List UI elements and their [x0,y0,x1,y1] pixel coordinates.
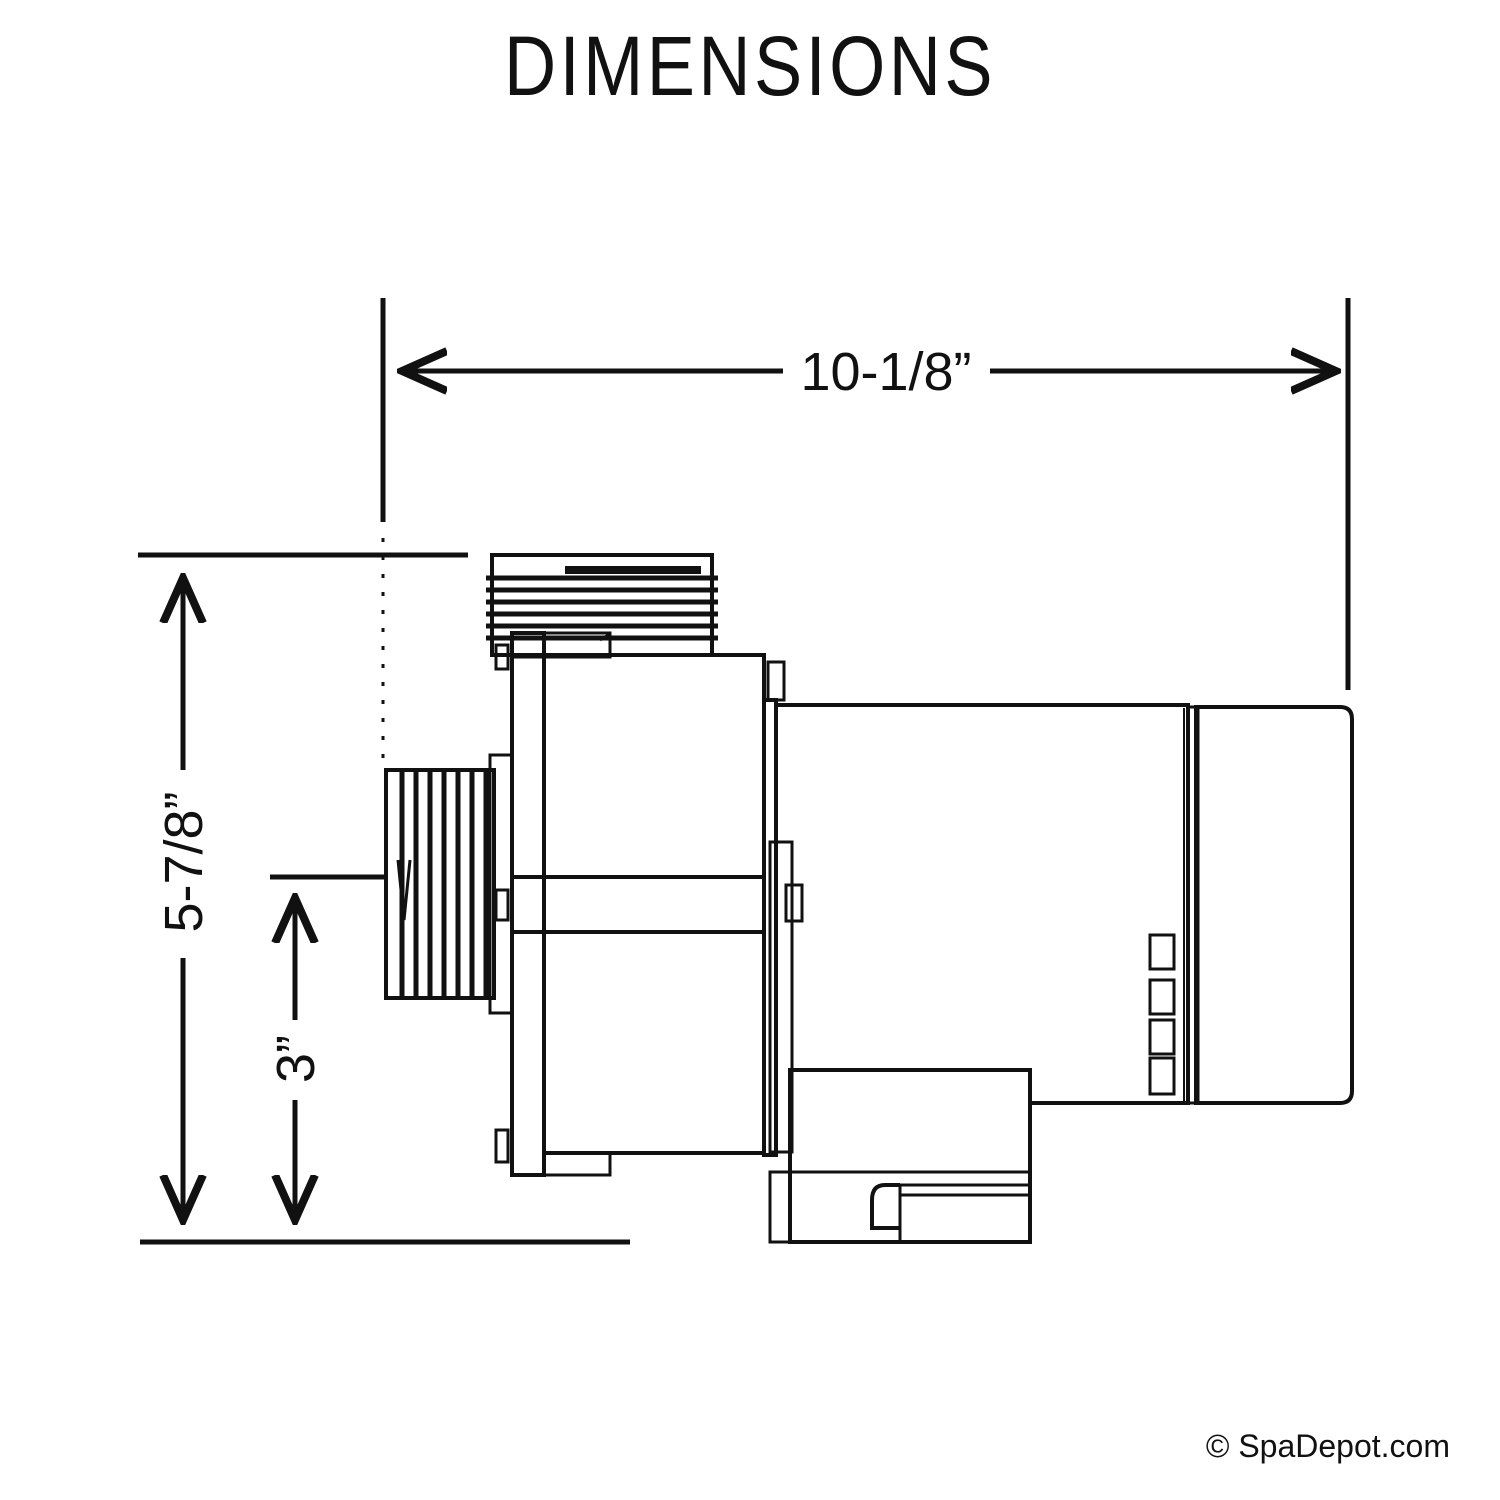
wet-end-housing [494,631,804,1177]
length-dimension: 10-1/8” [380,298,1351,760]
copyright-credit: © SpaDepot.com [1205,1428,1450,1464]
terminal-box-3 [1148,1018,1176,1056]
side-suction-port [384,753,514,1015]
height-label: 5-7/8” [154,791,214,932]
length-label: 10-1/8” [800,342,971,402]
port-height-label: 3” [266,1035,326,1083]
port-height-dimension: 3” [266,874,385,1220]
housing-bolts [494,643,804,1164]
motor-body [762,698,1354,1157]
terminal-box-4 [1148,1056,1176,1096]
top-discharge-port [486,553,718,659]
terminal-box-2 [1148,978,1176,1016]
page-title: DIMENSIONS [504,19,996,113]
mounting-base [768,1068,1032,1244]
terminal-box-1 [1148,933,1176,971]
height-dimension: 5-7/8” [138,552,630,1245]
pump-outline [384,553,1354,1244]
